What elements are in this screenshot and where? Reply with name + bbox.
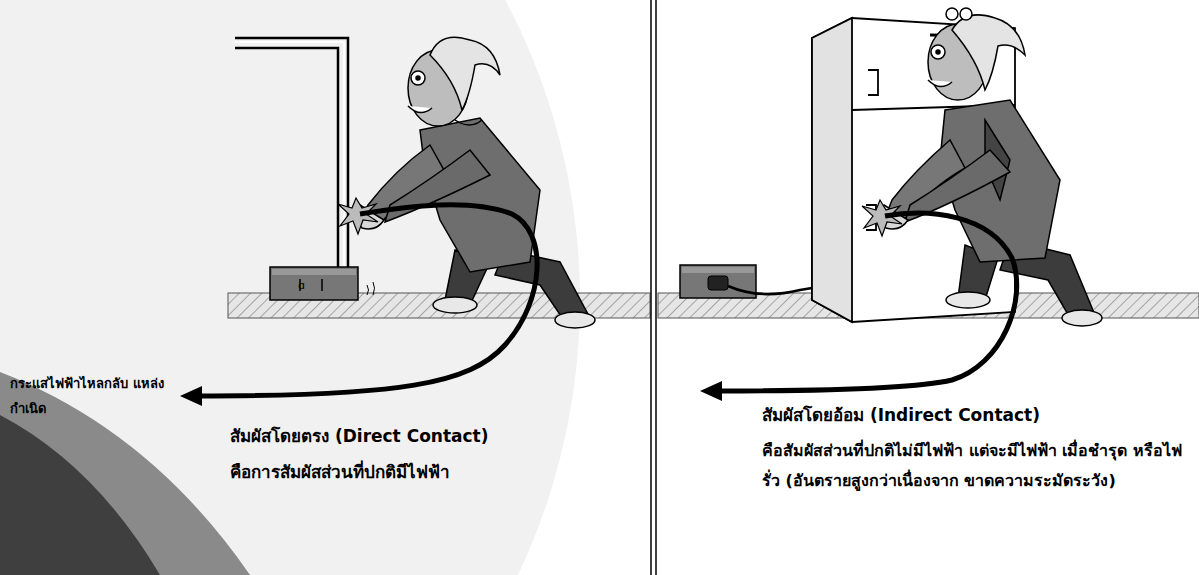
divider-line bbox=[655, 0, 657, 575]
current-arrow bbox=[700, 213, 1017, 401]
caption-heading: สัมผัสโดยตรง (Direct Contact) bbox=[230, 424, 640, 450]
spark bbox=[338, 198, 378, 234]
person-figure bbox=[355, 37, 595, 328]
caption-body: คือการสัมผัสส่วนที่ปกติมีไฟฟ้า bbox=[230, 460, 640, 486]
person-figure bbox=[879, 8, 1102, 326]
background-circle bbox=[0, 0, 580, 575]
background-band bbox=[0, 415, 160, 575]
current-arrow bbox=[180, 205, 537, 406]
divider-line bbox=[650, 0, 652, 575]
svg-text:ɑ: ɑ bbox=[298, 279, 305, 292]
caption-heading: สัมผัสโดยอ้อม (Indirect Contact) bbox=[762, 403, 1192, 429]
spark bbox=[862, 200, 902, 236]
live-wires bbox=[235, 38, 348, 268]
background-band bbox=[0, 372, 250, 575]
current-note: กระแสไฟฟ้าไหลกลับ แหล่งกำเนิด bbox=[10, 372, 178, 421]
wall-outlet bbox=[680, 265, 830, 298]
wall-outlet: ɑ bbox=[270, 267, 375, 300]
caption-body: คือสัมผัสส่วนที่ปกติไม่มีไฟฟ้า แต่จะมีไฟ… bbox=[762, 436, 1192, 495]
